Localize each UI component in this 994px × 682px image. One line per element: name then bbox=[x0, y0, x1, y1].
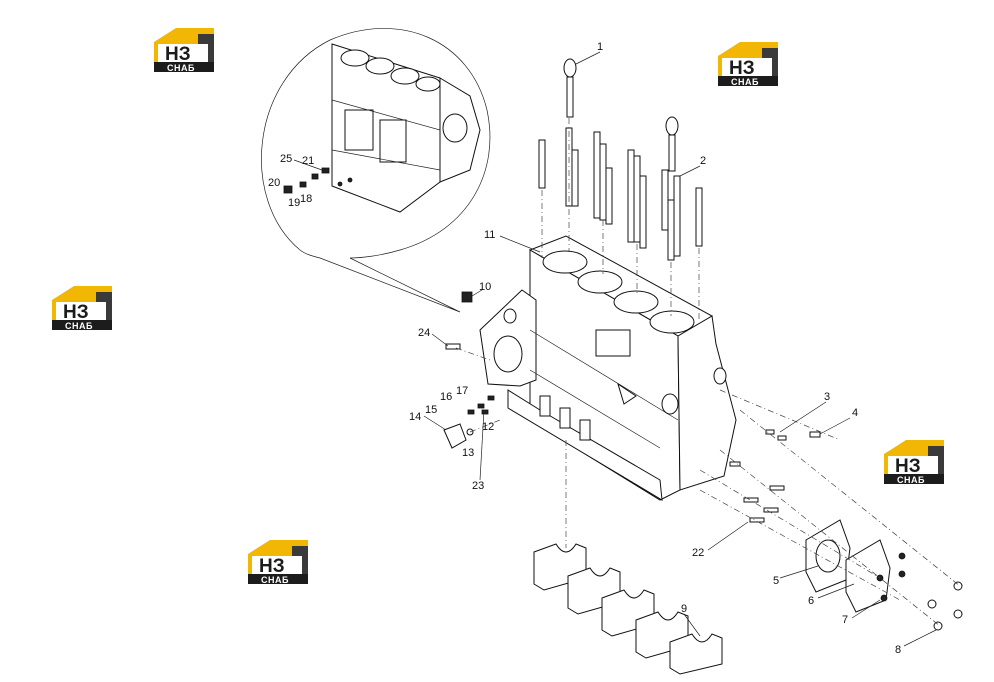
plug-18 bbox=[311, 173, 319, 180]
lifting-eyes bbox=[563, 58, 679, 172]
svg-text:СНАБ: СНАБ bbox=[261, 575, 289, 585]
callout-20: 20 bbox=[268, 177, 280, 189]
callout-24: 24 bbox=[418, 327, 430, 339]
callout-6: 6 bbox=[808, 595, 814, 607]
svg-text:СНАБ: СНАБ bbox=[897, 475, 925, 485]
callout-13: 13 bbox=[462, 447, 474, 459]
logo-watermark-3: НЗ СНАБ bbox=[52, 286, 112, 331]
svg-text:НЗ: НЗ bbox=[259, 556, 285, 577]
callout-10: 10 bbox=[479, 281, 491, 293]
callout-15: 15 bbox=[425, 404, 437, 416]
svg-text:НЗ: НЗ bbox=[165, 44, 191, 65]
logo-watermark-2: НЗ СНАБ bbox=[718, 42, 778, 87]
fitting-16 bbox=[477, 403, 485, 409]
detail-inset bbox=[261, 28, 491, 313]
inset-block bbox=[331, 43, 481, 213]
cylinder-block bbox=[479, 235, 737, 501]
fitting-15 bbox=[467, 409, 475, 415]
svg-text:СНАБ: СНАБ bbox=[167, 63, 195, 73]
svg-text:НЗ: НЗ bbox=[895, 456, 921, 477]
leader-lines bbox=[293, 51, 937, 647]
callout-14: 14 bbox=[409, 411, 421, 423]
dowel-4 bbox=[809, 431, 821, 438]
callout-21: 21 bbox=[302, 155, 314, 167]
callout-11: 11 bbox=[484, 229, 495, 241]
callout-1: 1 bbox=[597, 41, 603, 53]
logo-watermark-1: НЗ СНАБ bbox=[154, 28, 214, 73]
callout-17: 17 bbox=[456, 385, 468, 397]
callout-23: 23 bbox=[472, 480, 484, 492]
callout-3: 3 bbox=[824, 391, 830, 403]
callout-2: 2 bbox=[700, 155, 706, 167]
dowel-3 bbox=[765, 429, 775, 435]
logo-watermark-5: НЗ СНАБ bbox=[248, 540, 308, 585]
callout-4: 4 bbox=[852, 407, 858, 419]
plug-19 bbox=[299, 181, 307, 188]
plug-20 bbox=[283, 185, 293, 194]
rear-cover bbox=[805, 519, 891, 613]
callout-labels: 1 2 3 4 5 6 7 8 9 10 11 12 13 14 15 16 1… bbox=[268, 41, 901, 656]
callout-8: 8 bbox=[895, 644, 901, 656]
callout-25: 25 bbox=[280, 153, 292, 165]
callout-19: 19 bbox=[288, 197, 300, 209]
rear-fasteners bbox=[876, 552, 963, 631]
fitting-12 bbox=[481, 409, 489, 415]
svg-text:СНАБ: СНАБ bbox=[731, 77, 759, 87]
logo-watermark-4: НЗ СНАБ bbox=[884, 440, 944, 485]
fitting-14 bbox=[443, 423, 467, 449]
callout-18: 18 bbox=[300, 193, 312, 205]
callout-16: 16 bbox=[440, 391, 452, 403]
assembly-axis-lines bbox=[455, 118, 961, 627]
svg-text:НЗ: НЗ bbox=[63, 302, 89, 323]
stud-24 bbox=[445, 343, 461, 350]
fitting-17 bbox=[487, 395, 495, 401]
callout-7: 7 bbox=[842, 614, 848, 626]
plug-21 bbox=[321, 167, 330, 174]
callout-12: 12 bbox=[482, 421, 494, 433]
callout-22: 22 bbox=[692, 547, 704, 559]
callout-9: 9 bbox=[681, 603, 687, 615]
plug-10 bbox=[461, 291, 473, 303]
callout-5: 5 bbox=[773, 575, 779, 587]
svg-text:СНАБ: СНАБ bbox=[65, 321, 93, 331]
svg-text:НЗ: НЗ bbox=[729, 58, 755, 79]
main-bearing-caps bbox=[533, 543, 723, 675]
